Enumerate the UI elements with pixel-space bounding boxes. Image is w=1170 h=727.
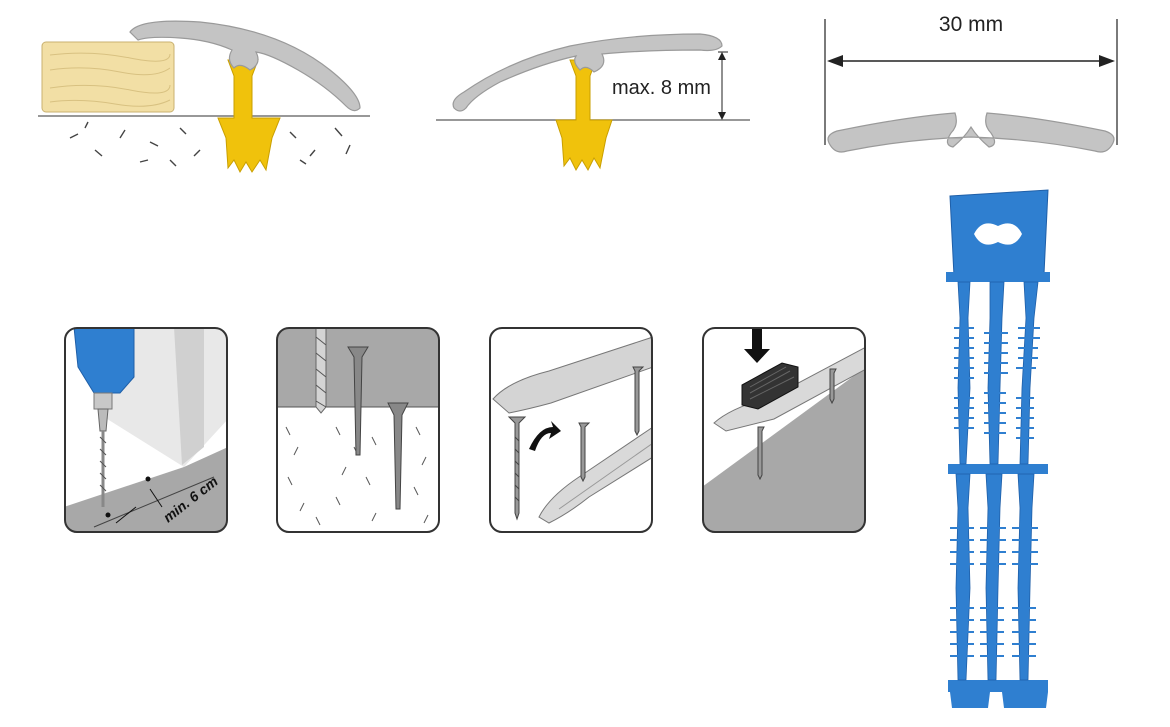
panel-border [489, 327, 653, 533]
concrete-texture [285, 426, 429, 526]
curved-arrow-icon [529, 421, 561, 451]
dowel-ribs-upper [954, 327, 1040, 439]
frame-bar-middle [948, 464, 1048, 474]
drill-point [105, 512, 111, 518]
arrow-up-icon [718, 52, 726, 60]
dowel-packaging [946, 189, 1050, 708]
transition-profile [492, 336, 652, 414]
transition-profile [452, 33, 723, 112]
step-panel-press [702, 327, 866, 533]
base-rail [538, 426, 652, 524]
step-panel-drill: min. 6 cm [64, 327, 228, 533]
screw-icon [829, 368, 837, 405]
floor [703, 367, 865, 532]
drill-bit-icon [315, 328, 327, 414]
profile-cross-section-wood [38, 20, 370, 174]
spacing-marker [149, 488, 163, 508]
drill-icon [73, 328, 135, 507]
profile-width-diagram: 30 mm [824, 13, 1118, 153]
step-panel-dowel [276, 327, 440, 533]
wood-plank [41, 41, 175, 113]
screw-icon [632, 366, 645, 437]
floor [65, 447, 227, 532]
arrow-left-icon [827, 55, 843, 67]
dowel-ribs-lower [950, 527, 1038, 657]
concrete-texture [69, 121, 351, 167]
package-foot-left [950, 692, 990, 708]
door-frame [174, 328, 204, 465]
package-foot-right [1002, 692, 1048, 708]
frame-bar-top [946, 272, 1050, 282]
arrow-down-icon [744, 328, 770, 363]
wood-grain [49, 52, 171, 107]
arrow-right-icon [1099, 55, 1115, 67]
dowel-icon [555, 59, 613, 172]
screw-icon [757, 426, 765, 481]
panel-border [702, 327, 866, 533]
screw-icon [578, 422, 591, 483]
width-label: 30 mm [939, 13, 1003, 36]
spacing-marker [115, 506, 137, 524]
dowel-row-lower [955, 473, 1035, 681]
panel-border [64, 327, 228, 533]
dowel-installed [387, 402, 409, 510]
frame-bar-bottom [948, 680, 1048, 692]
hang-hole [974, 223, 1022, 245]
step-panel-clip [489, 327, 653, 533]
screw-icon [507, 416, 527, 521]
floor-edge [93, 476, 215, 528]
dowel-icon [217, 59, 281, 174]
dowel-icon [347, 346, 369, 456]
profile-cross-section-height: max. 8 mm [436, 33, 750, 172]
transition-profile [129, 20, 361, 112]
drill-point [145, 476, 151, 482]
panel-border [276, 327, 440, 533]
transition-profile [827, 112, 1115, 153]
max-height-label: max. 8 mm [612, 77, 711, 99]
arrow-down-icon [718, 112, 726, 120]
